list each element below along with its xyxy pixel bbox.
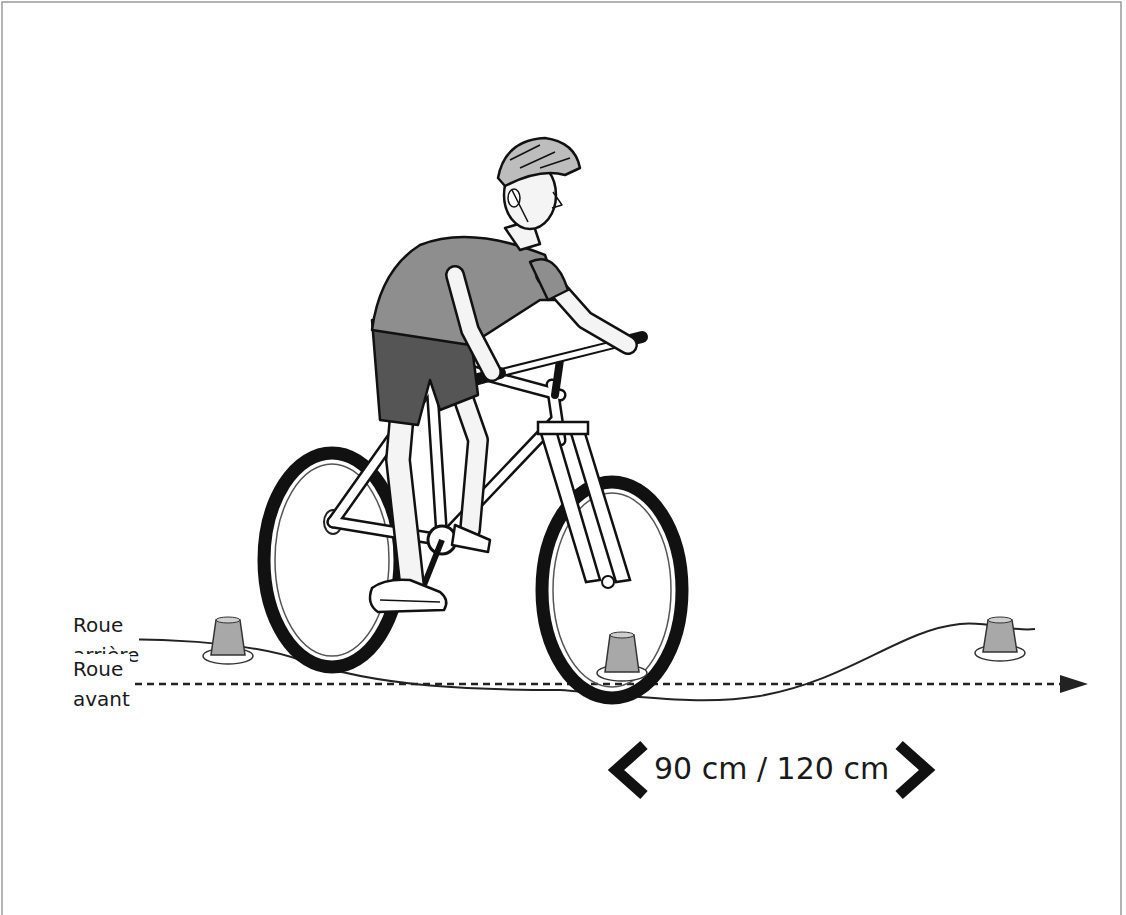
suspension-fork [538, 422, 630, 588]
cone [975, 617, 1025, 661]
path-label: Roue avant [73, 654, 130, 714]
dimension-chevron [616, 745, 644, 795]
arrow-head [1060, 675, 1088, 693]
rear-wheel [264, 453, 400, 667]
cone [597, 632, 647, 681]
dimension-label: 90 cm / 120 cm [654, 749, 889, 789]
cone [203, 617, 253, 664]
rider [370, 138, 628, 612]
dimension-chevron [899, 745, 927, 795]
front-wheel [542, 482, 682, 698]
